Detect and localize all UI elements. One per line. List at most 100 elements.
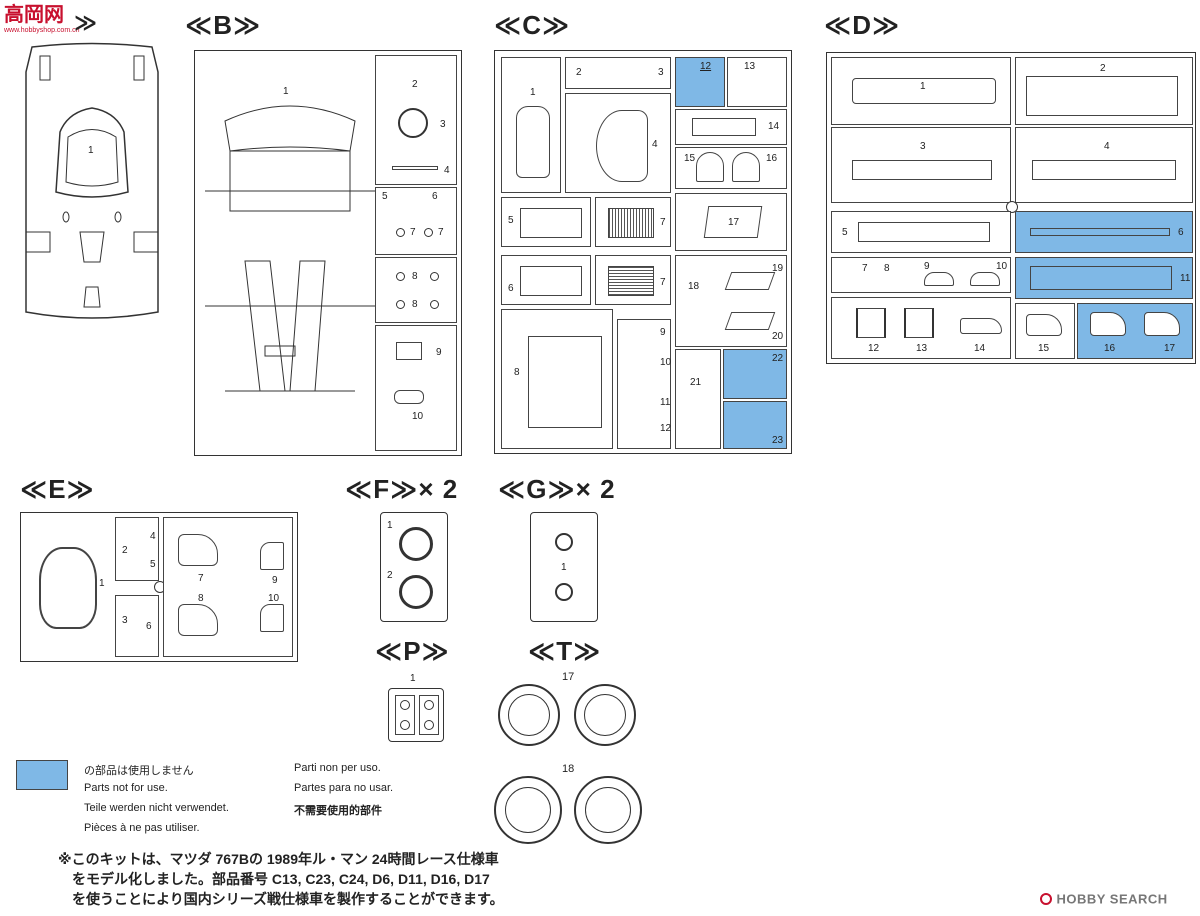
frame-c-cell-8: 8	[501, 309, 613, 449]
part-label: 15	[1038, 343, 1050, 354]
frame-e-cell-7-10: 7 9 8 10	[163, 517, 293, 657]
part-label: 19	[772, 263, 784, 274]
grille-part	[608, 266, 654, 296]
sprue-gate	[1006, 201, 1018, 213]
panel-part	[596, 110, 648, 182]
part-label: 1	[283, 86, 289, 97]
watermark-logo: 高岡网 www.hobbyshop.com.cn	[4, 4, 80, 38]
frame-c-cell-2-3: 2 3	[565, 57, 671, 89]
frame-d-cell-4: 4	[1015, 127, 1193, 203]
frame-d-cell-1: 1	[831, 57, 1011, 125]
part-label: 4	[150, 531, 156, 542]
part-label: 14	[768, 121, 780, 132]
part-label: 8	[884, 263, 890, 274]
frame-d-cell-7-10: 7 8 9 10	[831, 257, 1011, 293]
frame-c-cell-6: 6	[501, 255, 591, 305]
part-label: 17	[1164, 343, 1176, 354]
frame-d-cell-3: 3	[831, 127, 1011, 203]
frame-d-cell-12-14: 12 13 14	[831, 297, 1011, 359]
part-label: 5	[508, 215, 514, 226]
part-label: 7	[660, 277, 666, 288]
part-label: 6	[432, 191, 438, 202]
part-label: 10	[660, 357, 672, 368]
legend-text-fr: Pièces à ne pas utiliser.	[84, 822, 200, 834]
frame-b-title: ≪B≫	[185, 10, 262, 40]
wheel-rim-part	[399, 575, 433, 609]
watermark-sub-text: www.hobbyshop.com.cn	[4, 27, 80, 34]
tire-inner	[585, 787, 631, 833]
small-ring-part	[430, 272, 439, 281]
panel-part	[1026, 76, 1178, 116]
side-window-part	[178, 604, 218, 636]
part-label: 2	[1100, 63, 1106, 74]
part-label: 20	[772, 331, 784, 342]
frame-b-cell-9-10: 9 10	[375, 325, 457, 451]
frame-e: 1 4 2 5 3 6 7 9 8 10	[20, 512, 298, 662]
grille-part	[608, 208, 654, 238]
footer-logo: HOBBY SEARCH	[1040, 890, 1196, 910]
bracket-part	[856, 308, 886, 338]
part-label: 18	[562, 763, 575, 775]
tray-part	[1032, 160, 1176, 180]
part-label: 13	[916, 343, 928, 354]
part-label: 6	[1178, 227, 1184, 238]
part-label: 7	[410, 227, 416, 238]
part-label: 10	[996, 261, 1008, 272]
part-label: 5	[382, 191, 388, 202]
frame-c-cell-16-17: 15 16	[675, 147, 787, 189]
frame-c-cell-19-21: 18 19 20	[675, 255, 787, 347]
part-label: 7	[862, 263, 868, 274]
steering-wheel-part	[398, 108, 428, 138]
part-label: 4	[652, 139, 658, 150]
legend-text-en: Parts not for use.	[84, 782, 168, 794]
part-label: 18	[688, 281, 700, 292]
screw-part	[400, 700, 410, 710]
part-label: 9	[272, 575, 278, 586]
frame-e-cell-3-6: 3 6	[115, 595, 159, 657]
frame-c-cell-22: 21	[675, 349, 721, 449]
tire-part	[574, 684, 636, 746]
part-label: 6	[146, 621, 152, 632]
part-label: 3	[920, 141, 926, 152]
legend-text-zh: 不需要使用的部件	[294, 805, 382, 817]
frame-f-title: ≪F≫× 2	[345, 474, 459, 504]
frame-c-cell-14: 13	[727, 57, 787, 107]
frame-f: 1 2	[380, 512, 448, 622]
part-label: 1	[920, 81, 926, 92]
tire-inner	[505, 787, 551, 833]
part-label: 1	[387, 520, 393, 531]
chassis-tub-drawing	[25, 42, 159, 319]
part-label: 3	[122, 615, 128, 626]
frame-c-cell-24-unused: 23	[723, 401, 787, 449]
rod-part	[392, 166, 438, 170]
frame-c-cell-5: 5	[501, 197, 591, 247]
part-label: 1	[561, 562, 567, 573]
part-label: 17	[562, 671, 575, 683]
frame-p-pad-left	[395, 695, 415, 735]
bracket-part	[692, 118, 756, 136]
part-label: 8	[412, 271, 418, 282]
frame-c: 1 2 3 4 12 13 14 15 16 5 7 17 6	[494, 50, 792, 454]
frame-d-title: ≪D≫	[824, 10, 901, 40]
engine-cover-part	[528, 336, 602, 428]
part-label: 1	[410, 673, 416, 684]
frame-d-cell-2: 2	[1015, 57, 1193, 125]
windshield-part	[39, 547, 97, 629]
small-ring-part	[396, 300, 405, 309]
frame-c-cell-4: 4	[565, 93, 671, 193]
part-label: 15	[684, 153, 696, 164]
strip-part	[1030, 266, 1172, 290]
part-label: 2	[412, 79, 418, 90]
part-label: 11	[660, 397, 671, 408]
truss-part	[724, 312, 776, 330]
note-line-3: を使うことにより国内シリーズ戦仕様車を製作することができます。	[72, 891, 504, 907]
part-label: 17	[728, 217, 740, 228]
part-label: 9	[436, 347, 442, 358]
small-ring-part	[430, 300, 439, 309]
part-label: 10	[268, 593, 280, 604]
part-label: 7	[660, 217, 666, 228]
part-label: 2	[387, 570, 393, 581]
frame-d: 1 2 3 4 5 6 7 8 9 10 11 12 13 14	[826, 52, 1196, 364]
part-label: 8	[198, 593, 204, 604]
part-label: 16	[766, 153, 778, 164]
